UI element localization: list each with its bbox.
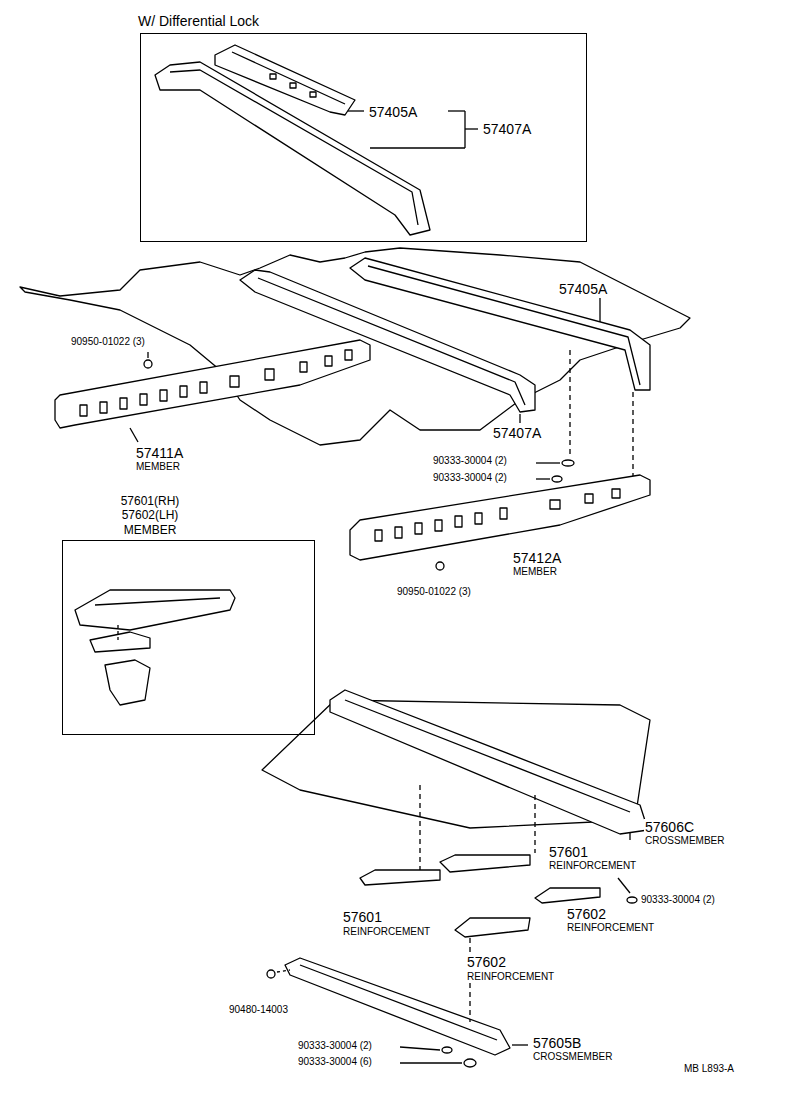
- callout-label: 57405A: [558, 281, 608, 297]
- callout-label: MB L893-A: [683, 1063, 735, 1075]
- main-leaders: [130, 298, 633, 479]
- callout-label: 90333-30004 (2): [432, 455, 508, 467]
- callout-label: 57405A: [368, 104, 418, 120]
- callout-label: REINFORCEMENT: [342, 926, 431, 938]
- callout-label: 57602: [466, 954, 507, 970]
- reinforcements: [285, 855, 600, 1055]
- floor-panel: [20, 248, 690, 445]
- main-members: [55, 258, 650, 560]
- callout-label: CROSSMEMBER: [532, 1051, 613, 1063]
- group-box: W/ Differential Lock: [140, 33, 587, 242]
- callout-label: 57606C: [644, 819, 695, 835]
- callout-label: 57407A: [482, 121, 532, 137]
- group-box: 57601(RH) 57602(LH) MEMBER: [62, 540, 315, 735]
- callout-label: 57601: [342, 909, 383, 925]
- callout-label: CROSSMEMBER: [644, 835, 725, 847]
- callout-label: 90333-30004 (2): [432, 472, 508, 484]
- callout-label: 57601: [548, 844, 589, 860]
- inset-members: [155, 45, 430, 235]
- callout-label: 57407A: [492, 425, 542, 441]
- callout-label: 90333-30004 (2): [640, 894, 716, 906]
- callout-label: 57412A: [512, 550, 562, 566]
- callout-label: REINFORCEMENT: [466, 971, 555, 983]
- callout-label: REINFORCEMENT: [566, 922, 655, 934]
- callout-label: 90950-01022 (3): [70, 336, 146, 348]
- callout-label: 90333-30004 (6): [297, 1056, 373, 1068]
- group-heading: 57601(RH) 57602(LH) MEMBER: [111, 494, 189, 537]
- callout-label: 57605B: [532, 1035, 582, 1051]
- callout-label: MEMBER: [135, 461, 181, 473]
- group-heading: W/ Differential Lock: [138, 13, 438, 30]
- callout-label: 90333-30004 (2): [297, 1040, 373, 1052]
- callout-label: 57602: [566, 906, 607, 922]
- callout-label: REINFORCEMENT: [548, 860, 637, 872]
- lower-crossmember: [262, 690, 650, 834]
- fasteners: [144, 360, 574, 570]
- callout-label: 90950-01022 (3): [396, 586, 472, 598]
- callout-label: 57411A: [135, 445, 184, 461]
- callout-label: MEMBER: [512, 566, 558, 578]
- inset-member-parts: [75, 590, 235, 705]
- callout-label: 90480-14003: [228, 1004, 289, 1016]
